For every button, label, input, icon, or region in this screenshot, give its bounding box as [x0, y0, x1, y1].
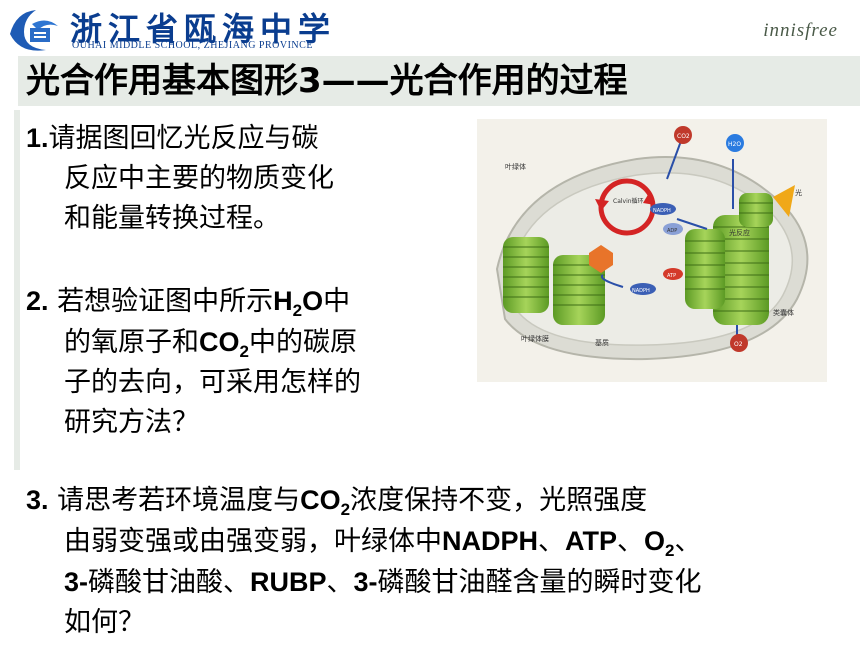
h2o-molecule-icon: [726, 134, 744, 152]
formula-text: ATP: [565, 526, 618, 556]
separator: 、: [617, 526, 645, 557]
label-light: 光: [795, 188, 802, 197]
question-text: 中的碳原: [248, 327, 357, 358]
granum-top-right: [739, 193, 773, 227]
arrow-icon: [595, 199, 609, 211]
separator: 、: [674, 526, 702, 557]
school-name-en: OUHAI MIDDLE SCHOOL, ZHEJIANG PROVINCE: [72, 40, 313, 51]
label-calvin: Calvin循环: [613, 197, 644, 205]
ovals: [630, 203, 683, 295]
question-text: 浓度保持不变，光照强度: [350, 485, 648, 516]
formula-text: O: [644, 526, 666, 556]
label-thylakoid: 类囊体: [773, 308, 794, 317]
question-text: 反应中主要的物质变化: [64, 163, 334, 194]
question-1: 1.请据图回忆光反应与碳 反应中主要的物质变化 和能量转换过程。: [26, 118, 334, 239]
question-text: 中: [323, 286, 351, 317]
formula-text: CO: [300, 485, 341, 515]
formula-text: 3-: [64, 567, 89, 597]
label-membrane: 叶绿体膜: [521, 334, 549, 343]
formula-text: CO: [199, 327, 240, 357]
formula-text: 3-: [353, 567, 378, 597]
formula-subscript: 2: [665, 541, 675, 561]
question-text: 如何？: [64, 607, 145, 638]
slide-title: 光合作用基本图形3——光合作用的过程: [26, 61, 628, 101]
arrow-icon: [643, 193, 655, 205]
question-3: 3. 请思考若环境温度与CO2浓度保持不变，光照强度 由弱变强或由强变弱，叶绿体…: [26, 480, 702, 643]
label-adp: ADP: [667, 228, 677, 234]
label-light-reaction: 光反应: [729, 228, 750, 237]
question-text: 若想验证图中所示: [57, 286, 274, 317]
question-text: 研究方法？: [64, 407, 199, 438]
school-name-cn: 浙江省瓯海中学: [70, 10, 337, 48]
question-2: 2. 若想验证图中所示H2O中 的氧原子和CO2中的碳原 子的去向，可采用怎样的…: [26, 281, 361, 443]
formula-subscript: 2: [292, 301, 303, 321]
question-text: 由弱变强或由强变弱，叶绿体中: [64, 526, 442, 557]
formula-text: RUBP: [250, 567, 327, 597]
formula-text: O: [302, 286, 324, 316]
granum-right-back: [685, 229, 725, 309]
question-text: 请思考若环境温度与: [57, 485, 301, 516]
co2-molecule-icon: [674, 126, 692, 144]
question-text: 请据图回忆光反应与碳: [48, 123, 319, 154]
question-number: 3.: [26, 485, 49, 515]
title-bar: [18, 56, 860, 106]
question-text: 子的去向，可采用怎样的: [64, 367, 361, 398]
granum-left: [503, 237, 549, 313]
question-number: 1.: [26, 123, 49, 153]
separator: 、: [538, 526, 566, 557]
label-co2: CO2: [677, 133, 690, 140]
label-h2o: H2O: [728, 141, 741, 148]
formula-subscript: 2: [340, 500, 351, 520]
decorative-strip: [14, 110, 20, 470]
label-o2: O2: [734, 341, 743, 348]
label-atp: ATP: [667, 273, 676, 279]
label-chloroplast: 叶绿体: [505, 162, 526, 171]
formula-text: NADPH: [442, 526, 539, 556]
question-text: 的氧原子和: [64, 327, 199, 358]
label-stroma: 基质: [595, 338, 609, 347]
formula-subscript: 2: [239, 342, 249, 362]
question-text: 磷酸甘油醛含量的瞬时变化: [377, 567, 702, 598]
question-number: 2.: [26, 286, 49, 316]
label-nadph-bottom: NADPH: [632, 288, 650, 294]
formula-text: H: [273, 286, 293, 316]
sugar-hexagon-icon: [589, 245, 613, 273]
o2-molecule-icon: [730, 334, 748, 352]
label-nadph-top: NADPH: [653, 208, 671, 214]
question-text: 磷酸甘油酸、: [88, 567, 251, 598]
chloroplast-diagram: CO2 H2O 光 叶绿体 Calvin循环 NADPH ADP 光反应 ATP…: [477, 119, 827, 382]
separator: 、: [326, 567, 354, 598]
question-text: 和能量转换过程。: [64, 203, 280, 234]
slide-header: 浙江省瓯海中学 OUHAI MIDDLE SCHOOL, ZHEJIANG PR…: [0, 0, 860, 56]
grana-stacks: [503, 193, 773, 325]
light-arrow-icon: [773, 185, 795, 217]
school-logo-icon: [10, 10, 58, 51]
brand-logo: innisfree: [763, 20, 838, 41]
